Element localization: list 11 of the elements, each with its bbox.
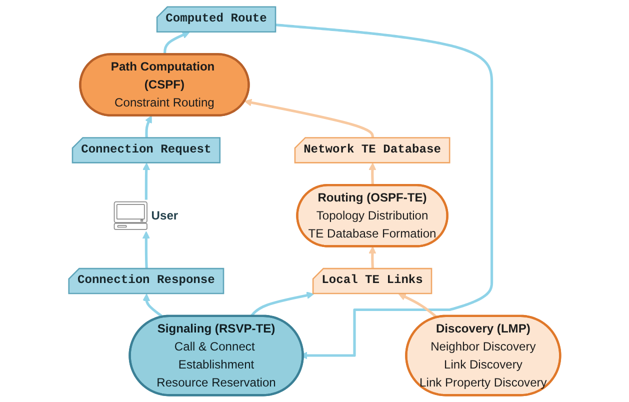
arrow bbox=[276, 24, 494, 360]
arrow bbox=[368, 246, 376, 270]
arrow bbox=[244, 98, 374, 138]
arrow bbox=[164, 32, 190, 55]
arrow bbox=[142, 231, 150, 270]
arrow bbox=[368, 162, 376, 186]
node-label: User bbox=[151, 208, 178, 222]
arrow bbox=[145, 115, 152, 138]
arrow bbox=[142, 162, 150, 200]
arrow bbox=[142, 294, 164, 318]
arrow bbox=[398, 293, 438, 318]
